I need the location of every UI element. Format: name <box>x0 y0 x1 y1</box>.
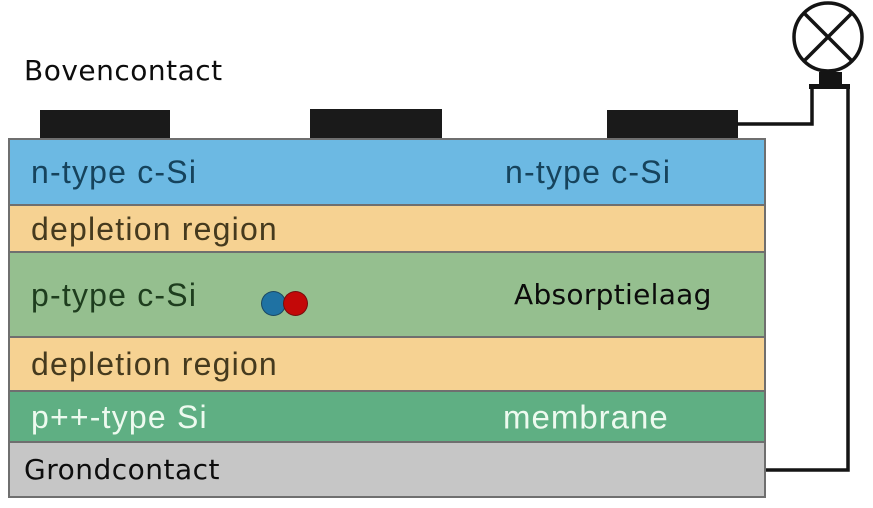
layer-label-p-plus-plus: p++-type Si <box>31 398 208 435</box>
wire-lamp-to-ground-contact <box>766 86 850 472</box>
membrane-layer-label: membrane <box>503 398 669 435</box>
top-contact-bar <box>40 110 170 138</box>
layer-ground-contact: Grondcontact <box>10 443 764 496</box>
wire-top-contact-to-lamp <box>737 86 814 126</box>
hole-dot <box>283 291 308 316</box>
layer-stack: n-type c-Si n-type c-Si depletion region… <box>8 138 766 498</box>
lamp-terminal-bar <box>809 84 850 89</box>
lamp-base <box>819 72 842 86</box>
top-contact-bar <box>310 109 442 138</box>
layer-label-depletion-top: depletion region <box>31 210 278 247</box>
layer-depletion-region-top: depletion region <box>10 206 764 253</box>
electron-dot <box>261 291 286 316</box>
layer-p-type-c-si-absorber: p-type c-Si Absorptielaag <box>10 253 764 338</box>
layer-p-plus-plus-si-membrane: p++-type Si membrane <box>10 392 764 443</box>
layer-label-n-type: n-type c-Si <box>31 154 198 190</box>
layer-depletion-region-bottom: depletion region <box>10 338 764 392</box>
layer-label-depletion-bottom: depletion region <box>31 346 278 382</box>
lamp-icon <box>792 1 864 73</box>
ground-contact-label: Grondcontact <box>24 452 221 486</box>
absorber-layer-label: Absorptielaag <box>514 277 712 311</box>
top-contact-label: Bovencontact <box>24 54 223 87</box>
layer-n-type-c-si: n-type c-Si n-type c-Si <box>10 140 764 206</box>
layer-label-n-type-right: n-type c-Si <box>505 154 672 190</box>
layer-label-p-type: p-type c-Si <box>31 276 198 313</box>
top-contact-bar <box>607 110 738 138</box>
